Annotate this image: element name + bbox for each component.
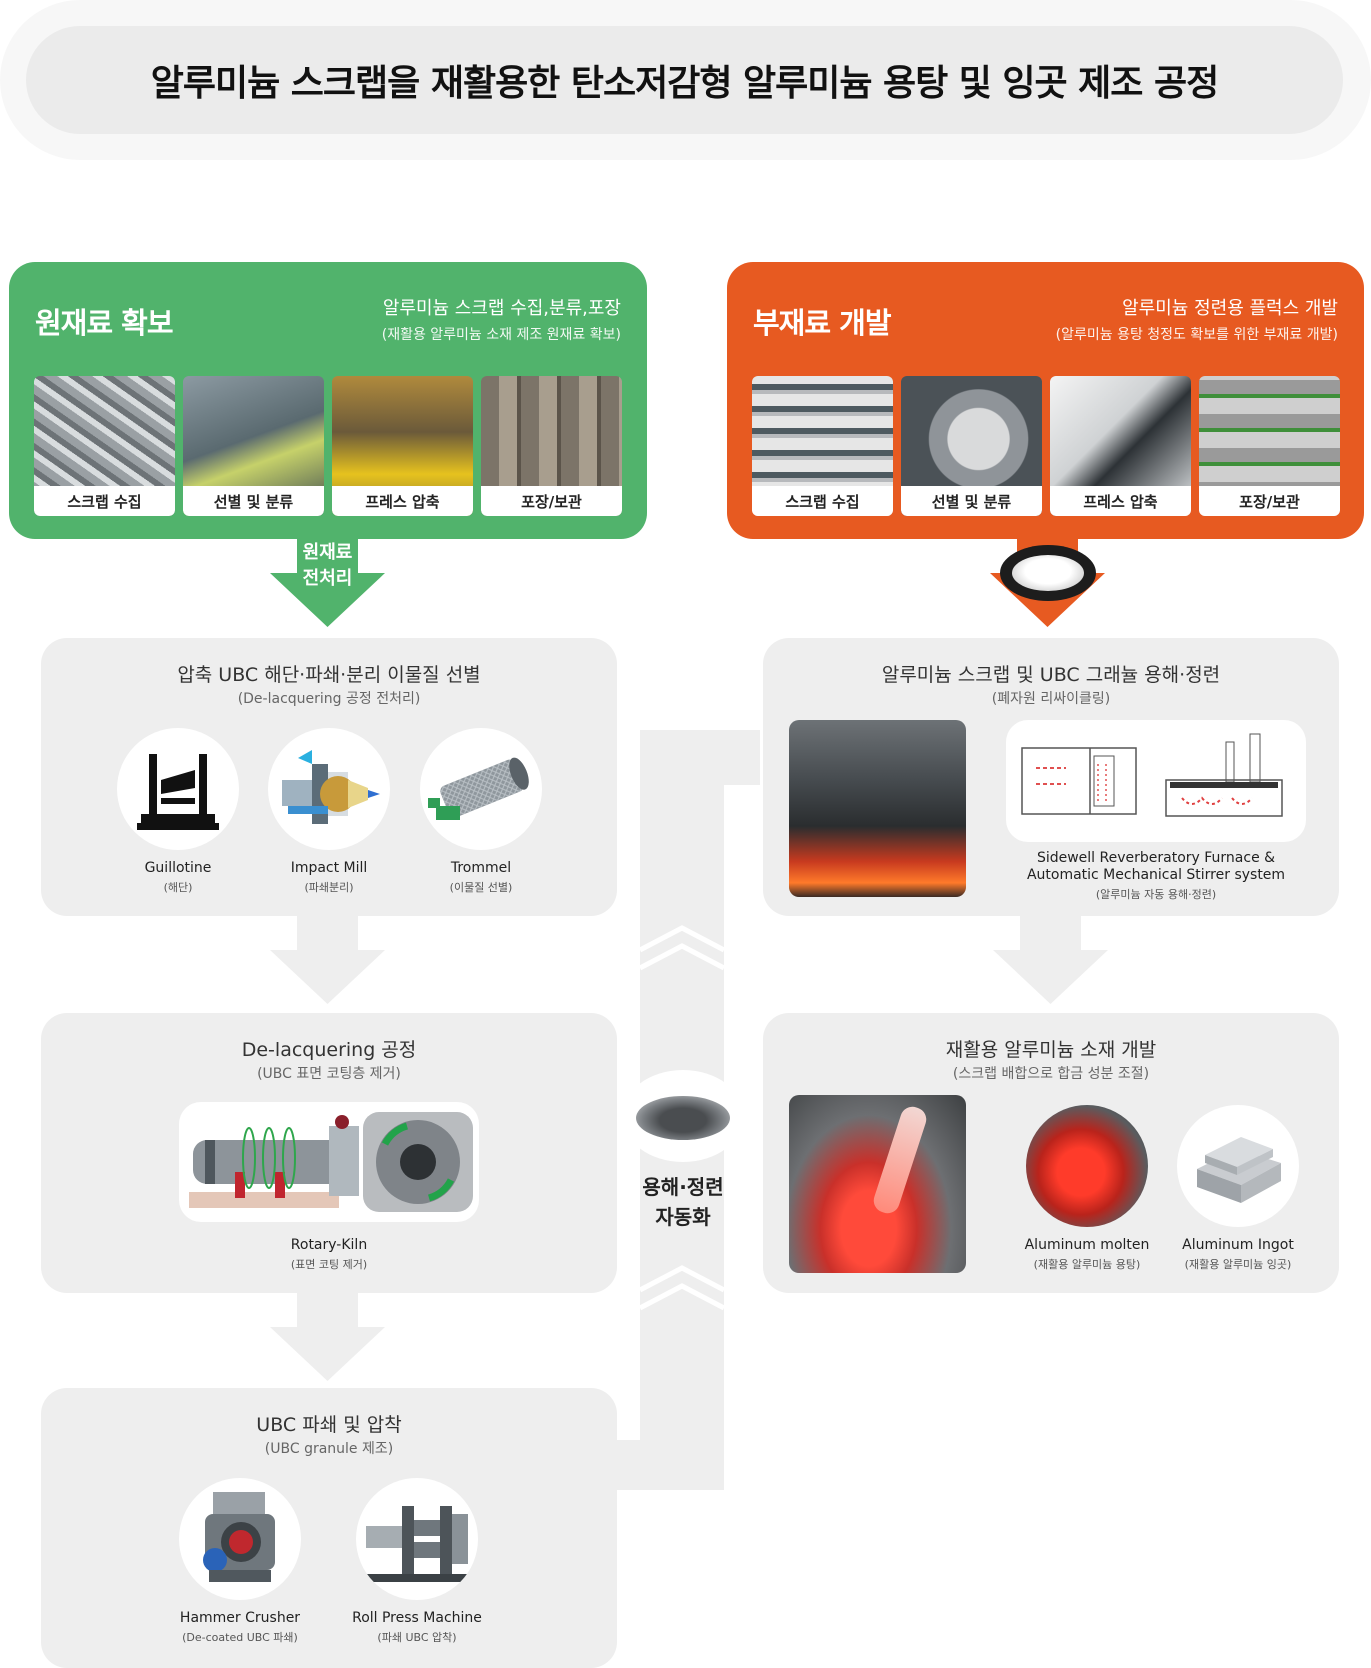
hammer-crusher-sub: (De-coated UBC 파쇄) — [182, 1631, 298, 1644]
pretreatment-arrow — [270, 539, 385, 627]
stage4-sub: (폐자원 리싸이클링) — [991, 691, 1111, 707]
impact-mill-label: Impact Mill — [290, 860, 368, 876]
down-arrow-3 — [993, 916, 1108, 1004]
guillotine-icon — [117, 728, 239, 850]
thumb-sub-press: 프레스 압축 — [1050, 376, 1191, 516]
down-arrow-1 — [270, 916, 385, 1004]
raw-material-subtitle: 알루미늄 스크랩 수집,분류,포장 — [382, 298, 621, 319]
stage-alloy-box: 재활용 알루미늄 소재 개발 (스크랩 배합으로 합금 성분 조절) Alumi… — [763, 1013, 1339, 1293]
title-banner: 알루미늄 스크랩을 재활용한 탄소저감형 알루미늄 용탕 및 잉곳 제조 공정 — [26, 26, 1343, 134]
aluminum-ingot-sub: (재활용 알루미늄 잉곳) — [1184, 1258, 1292, 1271]
rotary-kiln-sub: (표면 코팅 제거) — [290, 1258, 368, 1271]
page-title: 알루미늄 스크랩을 재활용한 탄소저감형 알루미늄 용탕 및 잉곳 제조 공정 — [150, 63, 1219, 104]
sub-material-note: (알루미늄 용탕 청정도 확보를 위한 부재료 개발) — [1055, 327, 1338, 343]
rotary-kiln-image — [179, 1102, 479, 1222]
automation-chevrons — [640, 925, 724, 971]
thumb-scrap-collection: 스크랩 수집 — [34, 376, 175, 516]
thumb-sorting: 선별 및 분류 — [183, 376, 324, 516]
stage-pretreatment-box: 압축 UBC 해단·파쇄·분리 이물질 선별 (De-lacquering 공정… — [41, 638, 617, 916]
raw-material-title: 원재료 확보 — [35, 306, 173, 340]
stage2-title: De-lacquering 공정 — [241, 1039, 417, 1061]
thumb-sub-packaging: 포장/보관 — [1199, 376, 1340, 516]
rotary-kiln-label: Rotary-Kiln — [290, 1237, 368, 1253]
impact-mill-sub: (파쇄분리) — [304, 881, 354, 894]
automation-label: 용해·정련 자동화 — [642, 1175, 724, 1229]
raw-material-panel: 원재료 확보 알루미늄 스크랩 수집,분류,포장 (재활용 알루미늄 소재 제조… — [9, 262, 647, 539]
aluminum-ingot-label: Aluminum Ingot — [1182, 1237, 1294, 1253]
stage5-title: 재활용 알루미늄 소재 개발 — [945, 1039, 1157, 1061]
stage2-sub: (UBC 표면 코팅층 제거) — [257, 1066, 401, 1082]
furnace-stirrer-photo — [789, 720, 966, 897]
automation-connector-bottom — [600, 1440, 724, 1490]
trommel-sub: (이물질 선별) — [449, 881, 513, 894]
stage1-sub: (De-lacquering 공정 전처리) — [237, 691, 421, 707]
trommel-label: Trommel — [450, 860, 512, 876]
thumb-sub-sorting: 선별 및 분류 — [901, 376, 1042, 516]
automation-connector-top — [640, 730, 760, 785]
thumb-packaging: 포장/보관 — [481, 376, 622, 516]
stage-crush-press-box: UBC 파쇄 및 압착 (UBC granule 제조) Hammer Crus… — [41, 1388, 617, 1668]
aluminum-molten-sub: (재활용 알루미늄 용탕) — [1033, 1258, 1141, 1271]
stage3-sub: (UBC granule 제조) — [264, 1441, 394, 1457]
flux-powder-icon — [1000, 545, 1096, 601]
guillotine-label: Guillotine — [144, 860, 212, 876]
automation-chevrons-lower — [640, 1265, 724, 1311]
pretreatment-arrow-label: 원재료 전처리 — [302, 542, 353, 589]
hammer-crusher-label: Hammer Crusher — [179, 1610, 301, 1626]
thumb-sub-scrap-collection: 스크랩 수집 — [752, 376, 893, 516]
trommel-icon — [420, 728, 542, 850]
roll-press-icon — [356, 1478, 478, 1600]
aluminum-molten-icon — [1026, 1105, 1148, 1227]
stage3-title: UBC 파쇄 및 압착 — [256, 1414, 402, 1436]
roll-press-sub: (파쇄 UBC 압착) — [377, 1631, 457, 1644]
impact-mill-icon — [268, 728, 390, 850]
stage5-sub: (스크랩 배합으로 합금 성분 조절) — [952, 1066, 1150, 1082]
thumb-press: 프레스 압축 — [332, 376, 473, 516]
stage-delacquering-box: De-lacquering 공정 (UBC 표면 코팅층 제거) Rotary-… — [41, 1013, 617, 1293]
raw-material-note: (재활용 알루미늄 소재 제조 원재료 확보) — [381, 327, 621, 343]
aluminum-ingot-icon — [1177, 1105, 1299, 1227]
guillotine-sub: (해단) — [163, 881, 193, 894]
hammer-crusher-icon — [179, 1478, 301, 1600]
furnace-label: Sidewell Reverberatory Furnace & Automat… — [1026, 850, 1286, 883]
granule-icon — [622, 1070, 744, 1162]
furnace-diagram-image — [1006, 720, 1306, 842]
sub-material-subtitle: 알루미늄 정련용 플럭스 개발 — [1122, 298, 1338, 319]
stage4-title: 알루미늄 스크랩 및 UBC 그래뉼 용해·정련 — [881, 664, 1221, 686]
stage1-title: 압축 UBC 해단·파쇄·분리 이물질 선별 — [177, 664, 481, 686]
down-arrow-2 — [270, 1293, 385, 1381]
sub-material-title: 부재료 개발 — [753, 306, 891, 340]
sub-material-panel: 부재료 개발 알루미늄 정련용 플럭스 개발 (알루미늄 용탕 청정도 확보를 … — [727, 262, 1364, 539]
aluminum-molten-label: Aluminum molten — [1024, 1237, 1150, 1253]
stage-melting-box: 알루미늄 스크랩 및 UBC 그래뉼 용해·정련 (폐자원 리싸이클링) Sid… — [763, 638, 1339, 916]
roll-press-label: Roll Press Machine — [352, 1610, 482, 1626]
furnace-sub: (알루미늄 자동 용해·정련) — [1095, 888, 1217, 901]
molten-pour-photo — [789, 1095, 966, 1273]
